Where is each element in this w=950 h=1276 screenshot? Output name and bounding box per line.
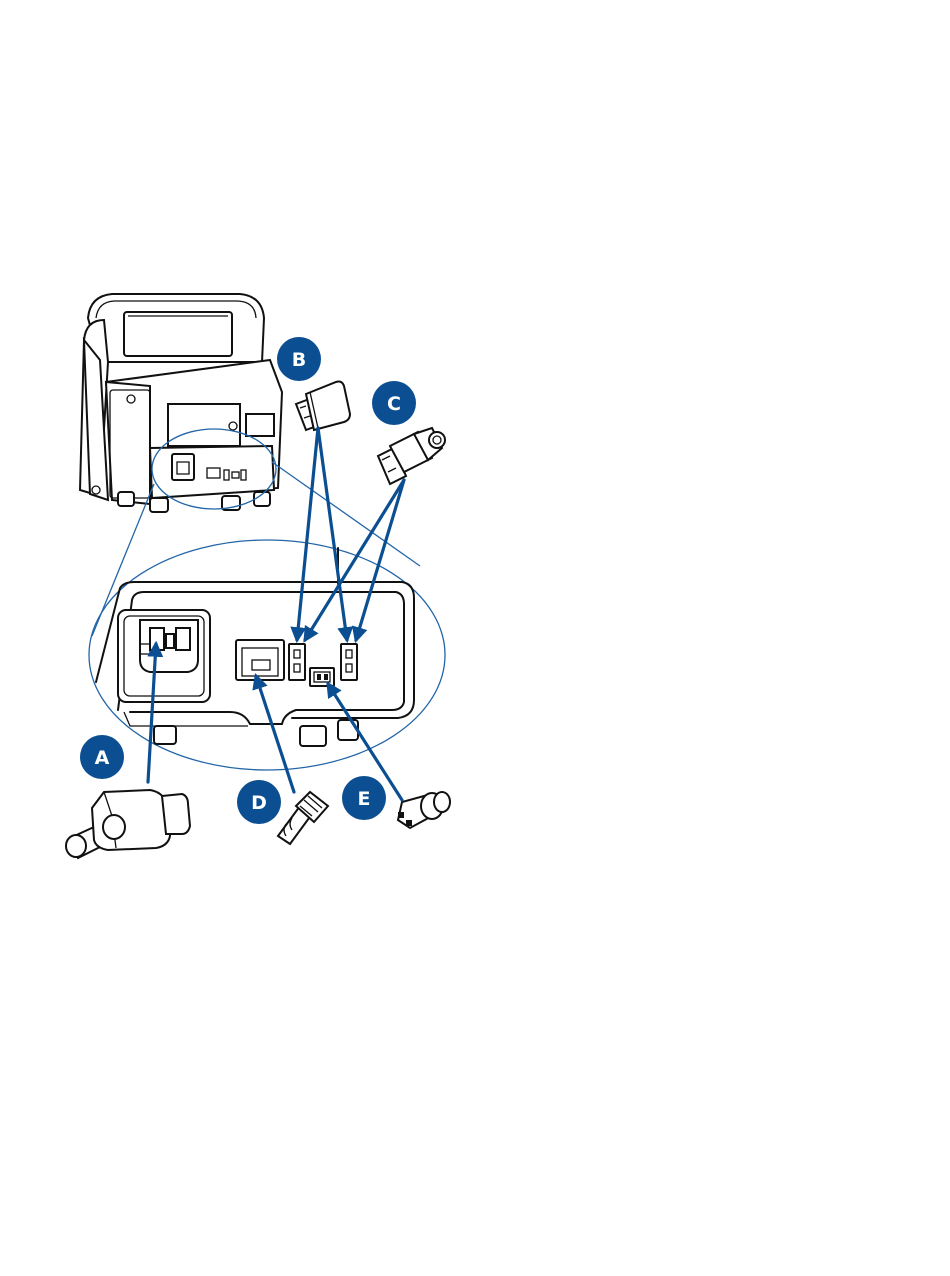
svg-text:C: C: [387, 393, 401, 415]
power-cord-icon: [66, 790, 190, 858]
svg-text:E: E: [358, 788, 371, 810]
svg-text:B: B: [292, 349, 306, 371]
usb-dongle-icon: [296, 382, 350, 431]
callout-c: C: [372, 381, 416, 425]
svg-text:A: A: [95, 747, 110, 769]
port-panel-closeup: [89, 540, 445, 770]
callout-a: A: [80, 735, 124, 779]
callout-e: E: [342, 776, 386, 820]
ethernet-cable-icon: [278, 792, 328, 844]
svg-text:D: D: [251, 792, 267, 814]
round-connector-icon: [398, 792, 450, 828]
callout-d: D: [237, 780, 281, 824]
callout-b: B: [277, 337, 321, 381]
device-rear-view: [80, 294, 282, 512]
usb-cable-icon: [378, 428, 445, 484]
